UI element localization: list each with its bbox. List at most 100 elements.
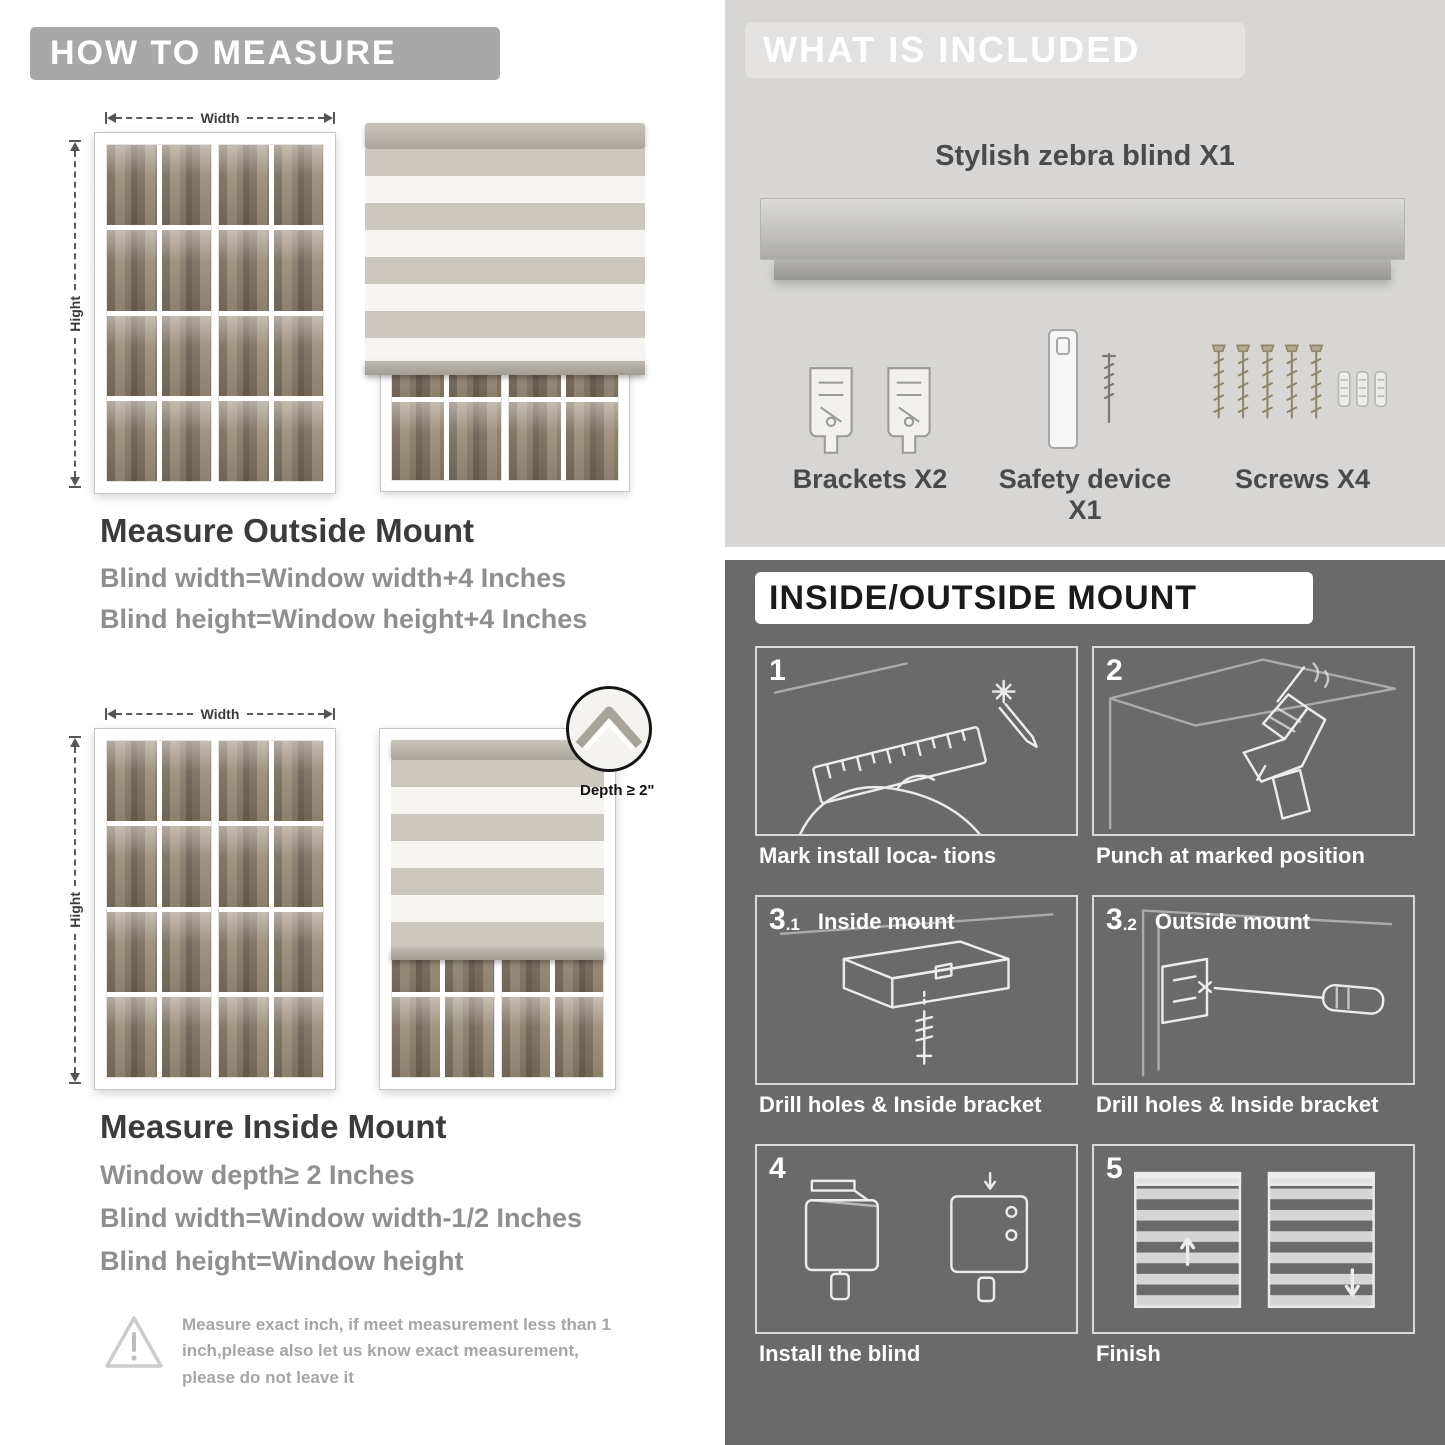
window-illustration-outside	[94, 132, 336, 494]
brackets-label: Brackets X2	[792, 464, 948, 494]
inside-outside-mount-title: INSIDE/OUTSIDE MOUNT	[755, 572, 1313, 624]
arrow-left-icon	[107, 709, 116, 719]
blind-headrail	[365, 123, 645, 149]
arrow-left-icon	[107, 113, 116, 123]
zebra-blind-outside-mount-illustration	[365, 123, 645, 492]
window-pane	[219, 741, 269, 822]
step-number-sub: .1	[785, 914, 800, 934]
step-5-panel: 5	[1092, 1144, 1415, 1334]
blind-product-label: Stylish zebra blind X1	[935, 140, 1235, 172]
height-arrow-outside: Hight	[66, 140, 84, 489]
window-pane	[107, 230, 157, 311]
zebra-blind	[391, 740, 604, 960]
headrail-cassette	[760, 198, 1405, 260]
window-sash	[106, 740, 212, 1078]
arrow-up-icon	[70, 738, 80, 747]
mark-locations-illustration	[773, 662, 1038, 834]
bracket-icon	[887, 367, 931, 454]
safety-device-illustration	[985, 325, 1185, 457]
drill-illustration	[1108, 658, 1397, 830]
blind-bottom-rail	[365, 361, 645, 375]
step-number: 3	[1106, 903, 1123, 936]
window-pane	[107, 400, 157, 481]
step-caption: Finish	[1096, 1341, 1161, 1366]
step-label: Inside mount	[817, 908, 955, 934]
step-number: 2	[1106, 654, 1123, 687]
arrow-right-icon	[324, 709, 333, 719]
what-is-included-title: WHAT IS INCLUDED	[763, 29, 1141, 70]
window-pane	[273, 911, 323, 992]
step-3-1-panel: 3 .1 Inside mount	[755, 895, 1078, 1085]
window-pane	[273, 826, 323, 907]
inside-outside-mount-section: INSIDE/OUTSIDE MOUNT 1	[725, 560, 1445, 1445]
step-caption: Drill holes & Inside bracket	[759, 1092, 1042, 1117]
window-pane	[273, 230, 323, 311]
width-label: Width	[200, 706, 240, 722]
width-label: Width	[200, 110, 240, 126]
step-number-sub: .2	[1122, 914, 1137, 934]
window-pane	[107, 741, 157, 822]
window-pane	[161, 400, 211, 481]
window-pane	[392, 996, 441, 1077]
outside-mount-title: Measure Outside Mount	[100, 512, 475, 549]
window-sash	[218, 740, 324, 1078]
header-band	[745, 22, 1245, 78]
window-pane	[107, 826, 157, 907]
blind-stripes	[391, 760, 604, 948]
window-pane	[273, 145, 323, 226]
height-label: Hight	[67, 892, 83, 928]
warning-triangle-icon	[105, 1316, 163, 1368]
window-corner-zoom-icon	[575, 706, 643, 751]
step-number: 1	[769, 654, 786, 687]
arrow-down-icon	[70, 1073, 80, 1083]
width-arrow-outside: Width	[105, 110, 335, 126]
headrail-fascia	[774, 260, 1391, 280]
blind-stripes	[365, 149, 645, 361]
window-pane	[501, 996, 550, 1077]
bracket-icon	[809, 367, 853, 454]
inside-mount-line3: Blind height=Window height	[100, 1246, 464, 1276]
window-pane	[566, 402, 618, 480]
window-pane	[273, 400, 323, 481]
zebra-blind	[365, 123, 645, 375]
window-pane	[161, 315, 211, 396]
window-pane	[161, 741, 211, 822]
window-pane	[107, 996, 157, 1077]
width-arrow-inside: Width	[105, 706, 335, 722]
outside-mount-line2: Blind height=Window height+4 Inches	[100, 604, 588, 634]
inside-mount-line2: Blind width=Window width-1/2 Inches	[100, 1203, 583, 1233]
finished-blinds-illustration	[1134, 1171, 1375, 1309]
window-pane	[273, 315, 323, 396]
window-pane	[161, 826, 211, 907]
step-1: 1	[755, 646, 1078, 871]
step-4-panel: 4	[755, 1144, 1078, 1334]
warning-text: Measure exact inch, if meet measurement …	[182, 1315, 611, 1387]
window-illustration-inside	[94, 728, 336, 1090]
window-pane	[107, 145, 157, 226]
arrow-right-icon	[324, 113, 333, 123]
what-is-included-section: WHAT IS INCLUDED Stylish zebra blind X1	[725, 0, 1445, 547]
depth-detail-circle	[566, 686, 652, 772]
inside-mount-bracket-illustration	[779, 913, 1054, 1065]
step-number: 4	[769, 1152, 786, 1185]
measurement-warning: Measure exact inch, if meet measurement …	[102, 1312, 614, 1391]
zebra-blind-product-illustration	[760, 198, 1405, 280]
step-caption: Punch at marked position	[1096, 843, 1365, 868]
window-pane	[161, 911, 211, 992]
screws-icon	[1211, 344, 1387, 420]
blind-headrail	[391, 740, 604, 760]
step-caption: Drill holes & Inside bracket	[1096, 1092, 1379, 1117]
safety-device-icon	[1048, 329, 1117, 449]
outside-mount-bracket-illustration	[1141, 909, 1393, 1077]
window-pane	[554, 996, 603, 1077]
step-3-2: 3 .2 Outside mount	[1092, 895, 1415, 1120]
outside-mount-line1: Blind width=Window width+4 Inches	[100, 563, 567, 593]
window-pane	[273, 996, 323, 1077]
step-caption: Install the blind	[759, 1341, 921, 1366]
window-pane	[161, 230, 211, 311]
step-label: Outside mount	[1154, 908, 1311, 934]
step-number: 3	[769, 903, 786, 936]
window-sash	[218, 144, 324, 482]
step-number: 5	[1106, 1152, 1123, 1185]
step-caption: Mark install loca- tions	[759, 843, 997, 868]
